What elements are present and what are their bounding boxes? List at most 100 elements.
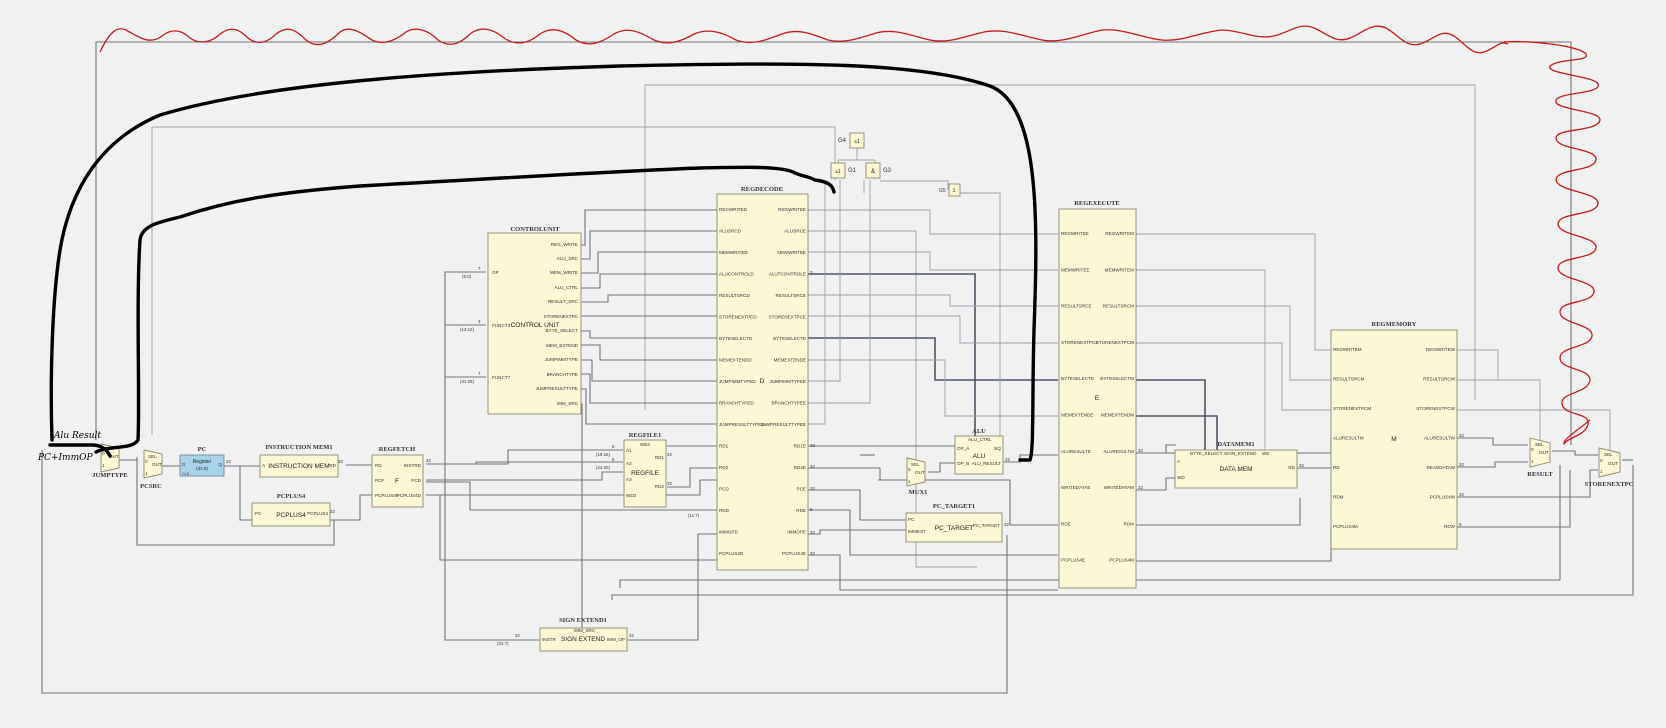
- bus-label-aluresultm-width: 32: [1138, 448, 1143, 453]
- cu-out-7: MEM_EXTEND: [546, 343, 579, 348]
- control-unit-title: CONTROLUNIT: [510, 226, 560, 233]
- mux-result-in0: 0: [1531, 447, 1534, 452]
- exe-right-port-2: RESULTSRCM: [1103, 304, 1134, 309]
- gate-g1[interactable]: ≥1 G1: [830, 162, 857, 179]
- alu-result-feedback-stroke: [49, 62, 1038, 462]
- mux-mux1-label: MUX1: [909, 489, 928, 496]
- se-instr: INSTR: [542, 637, 556, 642]
- pc-plus-imm-feedback-stroke: [48, 165, 836, 458]
- bus-label-rdw-width: 5: [1459, 522, 1462, 527]
- cu-in-funct7: FUNCT7: [492, 375, 511, 380]
- pcplus4-block[interactable]: PCPLUS4 PCPLUS4 PC PCPLUS4: [251, 493, 331, 527]
- mux-storenextpc-in0: 0: [1600, 458, 1603, 463]
- regmemory-inputs: REGWRITEMRESULTSRCMSTORENEXTPCMALURESULT…: [1333, 347, 1371, 529]
- instruction-mem-block[interactable]: INSTRUCTION MEM1 INSTRUCTION MEM A RD: [259, 444, 339, 478]
- mux-mux1[interactable]: MUX1 SEL OUT 0 1: [906, 457, 928, 496]
- pc-plus-imm-handwritten-label: PC+ImmOP: [37, 453, 93, 463]
- cu-out-0: REG_WRITE: [551, 242, 578, 247]
- cu-out-4: RESULT_SRC: [548, 299, 579, 304]
- regexecute-block[interactable]: REGEXECUTE E REGWRITEEMEMWRITEERESULTSRC…: [1058, 200, 1137, 589]
- alu-title: ALU: [972, 428, 986, 435]
- regfile-a3: A3: [626, 477, 632, 482]
- exe-left-port-5: MEMEXTENDE: [1061, 413, 1093, 418]
- dec-right-port-10: JUMPRESULTTYPEE: [761, 422, 806, 427]
- regmemory-outputs: REGWRITEWRESULTSRCWSTORENEXTPCWALURESULT…: [1416, 347, 1455, 529]
- bus-label-pcplus4w-width: 32: [1459, 492, 1464, 497]
- dec-left-port-5: STORENEXTPCD: [719, 315, 757, 320]
- dm-we: WE: [1262, 451, 1269, 456]
- dec-left-port-7: MEMEXTENDD: [719, 358, 752, 363]
- regmemory-title: REGMEMORY: [1372, 321, 1417, 328]
- dec-left-port-9: BRANCHTYPED: [719, 401, 754, 406]
- regdecode-block[interactable]: REGDECODE D REGWRITEDALUSRCDMEMWRITEDALU…: [716, 186, 809, 571]
- sign-extend-block[interactable]: SIGN EXTEND1 SIGN EXTEND IMM_SRC INSTR I…: [539, 617, 628, 652]
- dec-left-port-12: RD2: [719, 465, 729, 470]
- dec-right-port-11: RD1E: [794, 444, 806, 449]
- exe-right-port-1: MEMWRITEM: [1105, 267, 1135, 272]
- mux-result-out: OUT: [1539, 450, 1549, 455]
- exe-left-port-9: PCPLUS4E: [1061, 558, 1085, 563]
- pc-target-block[interactable]: PC_TARGET1 PC_TARGET PC IMMEXT PC_TARGET: [905, 503, 1003, 543]
- gate-g5[interactable]: 1 G5: [880, 180, 961, 197]
- mux-pcsrc-sel: SEL: [148, 454, 157, 459]
- regdecode-inputs: REGWRITEDALUSRCDMEMWRITEDALUCONTROLDRESU…: [719, 207, 765, 556]
- mem-left-port-5: RDM: [1333, 495, 1344, 500]
- gate-g3[interactable]: & G3: [865, 162, 892, 179]
- regfile-a1: A1: [626, 448, 632, 453]
- mux-pcsrc-out: OUT: [152, 462, 162, 467]
- dm-byte-select: BYTE_SELECT: [1190, 451, 1223, 456]
- control-unit-block[interactable]: CONTROLUNIT CONTROL UNIT OP FUNCT3 FUNCT…: [487, 226, 582, 415]
- mux-storenextpc[interactable]: STORENEXTPC SEL OUT 0 1: [1585, 447, 1634, 488]
- regfile-block[interactable]: REGFILE1 REGFILE WE3 A1 A2 A3 WD3 RD1 RD…: [623, 432, 667, 508]
- dec-left-port-14: RDD: [719, 508, 730, 513]
- cu-in-funct3: FUNCT3: [492, 323, 511, 328]
- dec-right-port-2: MEMWRITEE: [777, 250, 806, 255]
- data-mem-block[interactable]: DATAMEM1 DATA MEM BYTE_SELECT SIGN_EXTEN…: [1174, 441, 1298, 489]
- bus-label-op-width: 7: [478, 266, 481, 271]
- dm-rd: RD: [1288, 465, 1295, 470]
- dec-right-port-7: MEMEXTENDE: [774, 358, 806, 363]
- pc-register-block[interactable]: PC Register (31:0) D Q CLK: [179, 446, 225, 477]
- mux-result[interactable]: RESULT SEL OUT 0 1: [1527, 437, 1553, 478]
- gate-g4[interactable]: ≥1 G4: [837, 132, 876, 163]
- regmemory-name: M: [1391, 436, 1396, 443]
- mux-storenextpc-label: STORENEXTPC: [1585, 481, 1634, 488]
- bus-label-funct7-slice: (31:25): [460, 379, 474, 384]
- regfetch-block[interactable]: REGFETCH F RD PCF PCPLUS4F INSTRD PCD PC…: [371, 446, 424, 508]
- pc-clk: CLK: [182, 472, 190, 476]
- red-scribble-top: [99, 25, 1509, 54]
- exe-left-port-3: STORENEXTPCE: [1061, 340, 1098, 345]
- mux-result-in1: 1: [1531, 459, 1534, 464]
- bus-label-rde-width: 5: [810, 507, 813, 512]
- dec-right-port-5: STORENEXTPCE: [769, 315, 806, 320]
- sign-extend-name: SIGN EXTEND: [561, 636, 605, 643]
- dec-left-port-2: MEMWRITED: [719, 250, 749, 255]
- gate-g3-symbol: &: [871, 169, 875, 175]
- regdecode-outputs: REGWRITEEALUSRCEMEMWRITEEALUTCONTROLERES…: [761, 207, 806, 556]
- dec-right-port-14: RDE: [796, 508, 806, 513]
- gate-g3-label: G3: [883, 168, 892, 174]
- exe-right-port-6: ALURESULTM: [1103, 449, 1134, 454]
- bus-label-dmrd-width: 32: [1299, 463, 1304, 468]
- pcplus4-name: PCPLUS4: [276, 512, 306, 519]
- rf-in-rd: RD: [375, 463, 382, 468]
- gate-g1-label: G1: [848, 168, 857, 174]
- mux-mux1-in0: 0: [908, 467, 911, 472]
- bus-label-pctarget-width: 32: [1004, 522, 1009, 527]
- regmemory-block[interactable]: REGMEMORY M REGWRITEMRESULTSRCMSTORENEXT…: [1330, 321, 1458, 550]
- bus-label-funct3-slice: (14:12): [460, 327, 474, 332]
- pcplus4-title: PCPLUS4: [277, 493, 306, 500]
- regfetch-name: F: [395, 478, 399, 485]
- exe-left-port-1: MEMWRITEE: [1061, 267, 1090, 272]
- gate-g4-label: G4: [838, 138, 847, 144]
- pc-d: D: [182, 462, 186, 467]
- mux-pcsrc-label: PCSRC: [140, 483, 162, 490]
- dec-right-port-9: BRANCHTYPEE: [772, 401, 806, 406]
- alu-block[interactable]: ALU ALU ALU_CTRL OP_A OP_B EQ ALU_RESULT: [954, 428, 1004, 475]
- dec-left-port-4: RESULTSRCD: [719, 293, 750, 298]
- cu-out-3: ALU_CTRL: [555, 285, 579, 290]
- bus-label-rd1e-width: 32: [810, 443, 815, 448]
- mux-pcsrc[interactable]: PCSRC SEL OUT 0 1: [140, 449, 163, 490]
- dec-left-port-1: ALUSRCD: [719, 229, 742, 234]
- cu-out-9: BRANCHTYPE: [547, 372, 578, 377]
